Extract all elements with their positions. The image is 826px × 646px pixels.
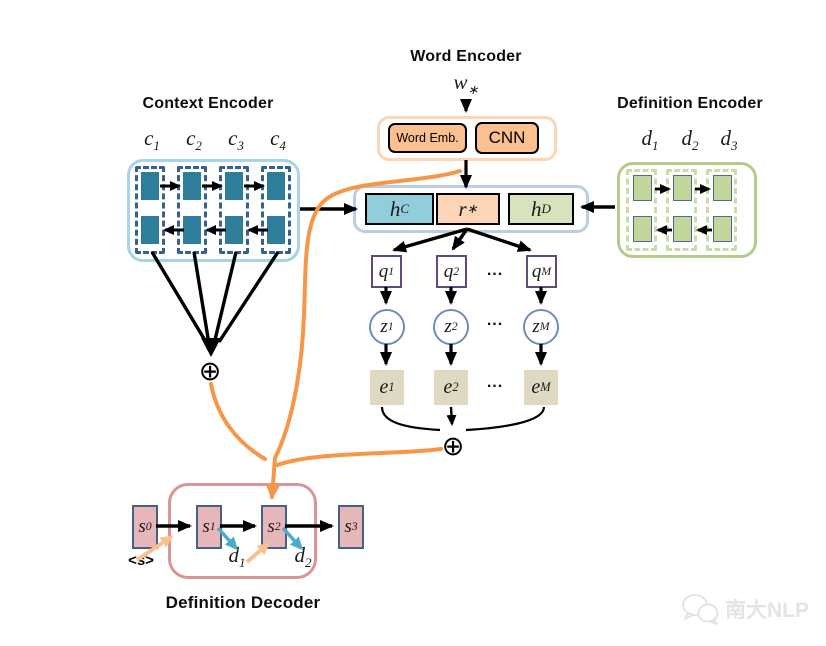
context-input-c4: c4 [270, 126, 286, 154]
word-encoder-container [377, 116, 557, 161]
definition-encoder-container [617, 162, 757, 258]
context-rnn-column [261, 166, 291, 254]
watermark: 南大NLP [681, 592, 809, 626]
definition-backward-cell [713, 216, 732, 242]
decoder-output-d1: d1 [228, 543, 246, 571]
context-backward-cell [267, 216, 285, 244]
context-encoder-container [127, 159, 300, 262]
r-word-box: r∗ [436, 193, 500, 225]
definition-input-d2: d2 [681, 126, 699, 154]
context-rnn-column [219, 166, 249, 254]
curve-eM-to-sum [465, 406, 546, 432]
wechat-icon [682, 594, 719, 625]
q-ellipsis: ... [486, 262, 504, 279]
latent-sum-symbol: ⊕ [441, 431, 465, 462]
z-ellipsis: ... [486, 312, 504, 329]
context-rnn-column [177, 166, 207, 254]
context-encoder-title: Context Encoder [142, 95, 274, 112]
context-forward-cell [225, 172, 243, 200]
context-forward-cell [183, 172, 201, 200]
context-backward-cell [183, 216, 201, 244]
context-input-c1: c1 [144, 126, 160, 154]
curve-e1-to-sum [380, 406, 441, 432]
context-backward-cell [225, 216, 243, 244]
decoder-output-d2: d2 [294, 543, 312, 571]
word-input-label: w∗ [453, 70, 479, 98]
definition-rnn-column [626, 169, 657, 251]
definition-rnn-column [706, 169, 737, 251]
definition-decoder-title: Definition Decoder [165, 593, 321, 612]
start-token-label: <s> [128, 552, 154, 569]
curve-contextsum-to-decoder [209, 382, 267, 461]
definition-input-d3: d3 [720, 126, 738, 154]
line-context-fan [212, 251, 238, 345]
word-encoder-title: Word Encoder [410, 48, 522, 65]
context-input-c2: c2 [186, 126, 202, 154]
definition-decoder-container [168, 483, 317, 579]
line-context-fan [192, 251, 211, 345]
definition-backward-cell [673, 216, 692, 242]
definition-input-d1: d1 [641, 126, 659, 154]
definition-forward-cell [673, 175, 692, 201]
context-sum-symbol: ⊕ [198, 356, 222, 387]
definition-rnn-column [666, 169, 697, 251]
context-rnn-column [135, 166, 165, 254]
line-context-fan [150, 251, 208, 343]
definition-forward-cell [633, 175, 652, 201]
definition-encoder-title: Definition Encoder [617, 95, 763, 112]
context-forward-cell [141, 172, 159, 200]
e-ellipsis: ... [486, 374, 504, 391]
context-input-c3: c3 [228, 126, 244, 154]
arrow-e2-to-sum [446, 406, 457, 426]
definition-backward-cell [633, 216, 652, 242]
definition-forward-cell [713, 175, 732, 201]
line-context-fan [217, 251, 280, 343]
word-embedding-box: Word Emb. [388, 123, 467, 153]
context-backward-cell [141, 216, 159, 244]
cnn-box: CNN [475, 122, 539, 154]
curve-latentsum-to-decoder [275, 447, 443, 467]
watermark-text: 南大NLP [725, 599, 809, 622]
context-forward-cell [267, 172, 285, 200]
arrowhead-context-fan [201, 338, 221, 357]
